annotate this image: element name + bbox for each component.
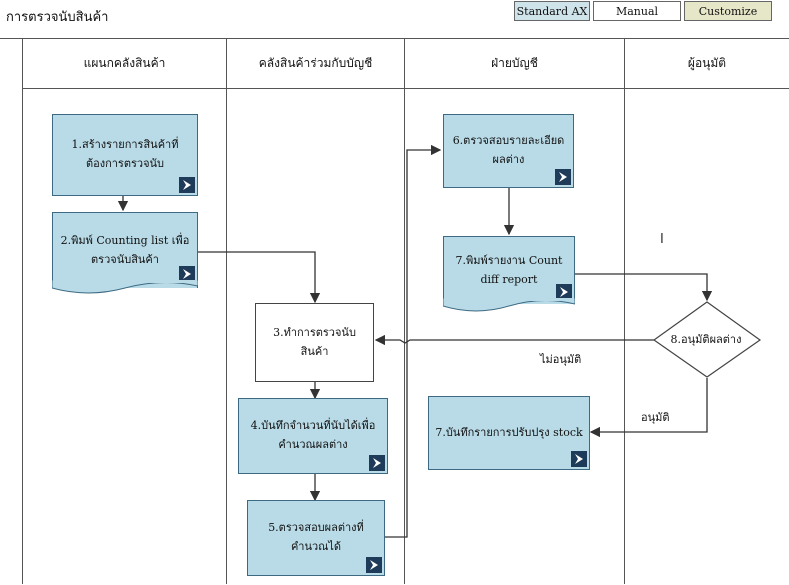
edge-label-reject: ไม่อนุมัติ (540, 353, 582, 366)
step-1-label: 1.สร้างรายการสินค้าที่ต้องการตรวจนับ (71, 138, 179, 170)
legend-standard-ax: Standard AX (514, 1, 590, 21)
page-title: การตรวจนับสินค้า (6, 10, 109, 25)
step-6-label: 6.ตรวจสอบรายละเอียดผลต่าง (452, 134, 565, 166)
step-1-create-count-list[interactable]: 1.สร้างรายการสินค้าที่ต้องการตรวจนับ (52, 114, 198, 196)
step-3-label: 3.ทำการตรวจนับสินค้า (273, 325, 356, 358)
edge-8-reject-to-3 (374, 334, 654, 346)
decision-diamond-shape (652, 301, 762, 378)
dynamics-ax-icon (555, 169, 571, 185)
step-7-label: 7.พิมพ์รายงาน Count diff report (455, 253, 563, 286)
lane-separator (404, 38, 405, 584)
lane-separator (624, 38, 625, 584)
step-2-document-wave (52, 280, 198, 294)
dynamics-ax-icon (556, 284, 572, 300)
step-2-print-counting-list[interactable]: 2.พิมพ์ Counting list เพื่อตรวจนับสินค้า (52, 212, 198, 288)
lane-header-approver: ผู้อนุมัติ (687, 55, 727, 70)
swimlane-header-divider (22, 88, 789, 89)
edge-label-approve: อนุมัติ (641, 411, 670, 424)
dynamics-ax-icon (369, 455, 385, 471)
step-5-verify-difference[interactable]: 5.ตรวจสอบผลต่างที่คำนวณได้ (247, 500, 385, 576)
lane-header-warehouse-accounting: คลังสินค้าร่วมกับบัญชี (258, 55, 373, 70)
swimlane-frame (0, 38, 789, 585)
step-2-label: 2.พิมพ์ Counting list เพื่อตรวจนับสินค้า (60, 233, 190, 266)
step-7-document-wave (443, 298, 575, 312)
step-7-print-count-diff-report[interactable]: 7.พิมพ์รายงาน Count diff report (443, 236, 575, 304)
step-5-label: 5.ตรวจสอบผลต่างที่คำนวณได้ (268, 521, 364, 553)
lane-header-warehouse: แผนกคลังสินค้า (83, 55, 166, 70)
edge-8-approve-to-7b (589, 378, 708, 438)
step-8-approve-difference[interactable]: 8.อนุมัติผลต่าง (670, 333, 742, 346)
step-4-record-counted-qty[interactable]: 4.บันทึกจำนวนที่นับได้เพื่อคำนวณผลต่าง (238, 398, 388, 474)
step-7b-label: 7.บันทึกรายการปรับปรุง stock (435, 425, 583, 439)
dynamics-ax-icon (179, 177, 195, 193)
text-cursor-icon: I (660, 232, 664, 247)
step-7-record-stock-adjustment[interactable]: 7.บันทึกรายการปรับปรุง stock (428, 396, 590, 470)
edge-2-to-3 (195, 251, 321, 304)
step-4-label: 4.บันทึกจำนวนที่นับได้เพื่อคำนวณผลต่าง (250, 419, 376, 451)
step-6-review-difference-detail[interactable]: 6.ตรวจสอบรายละเอียดผลต่าง (443, 114, 574, 188)
lane-separator (226, 38, 227, 584)
legend-customize: Customize (684, 1, 772, 21)
edge-7-to-8 (575, 273, 713, 302)
dynamics-ax-icon (571, 451, 587, 467)
step-3-perform-count[interactable]: 3.ทำการตรวจนับสินค้า (255, 303, 374, 382)
lane-header-accounting: ฝ่ายบัญชี (491, 55, 538, 70)
dynamics-ax-icon (366, 557, 382, 573)
legend-manual: Manual (593, 1, 681, 21)
edge-5-to-6 (385, 144, 442, 538)
dynamics-ax-icon (179, 266, 195, 282)
swimlane-left-border (22, 38, 23, 584)
